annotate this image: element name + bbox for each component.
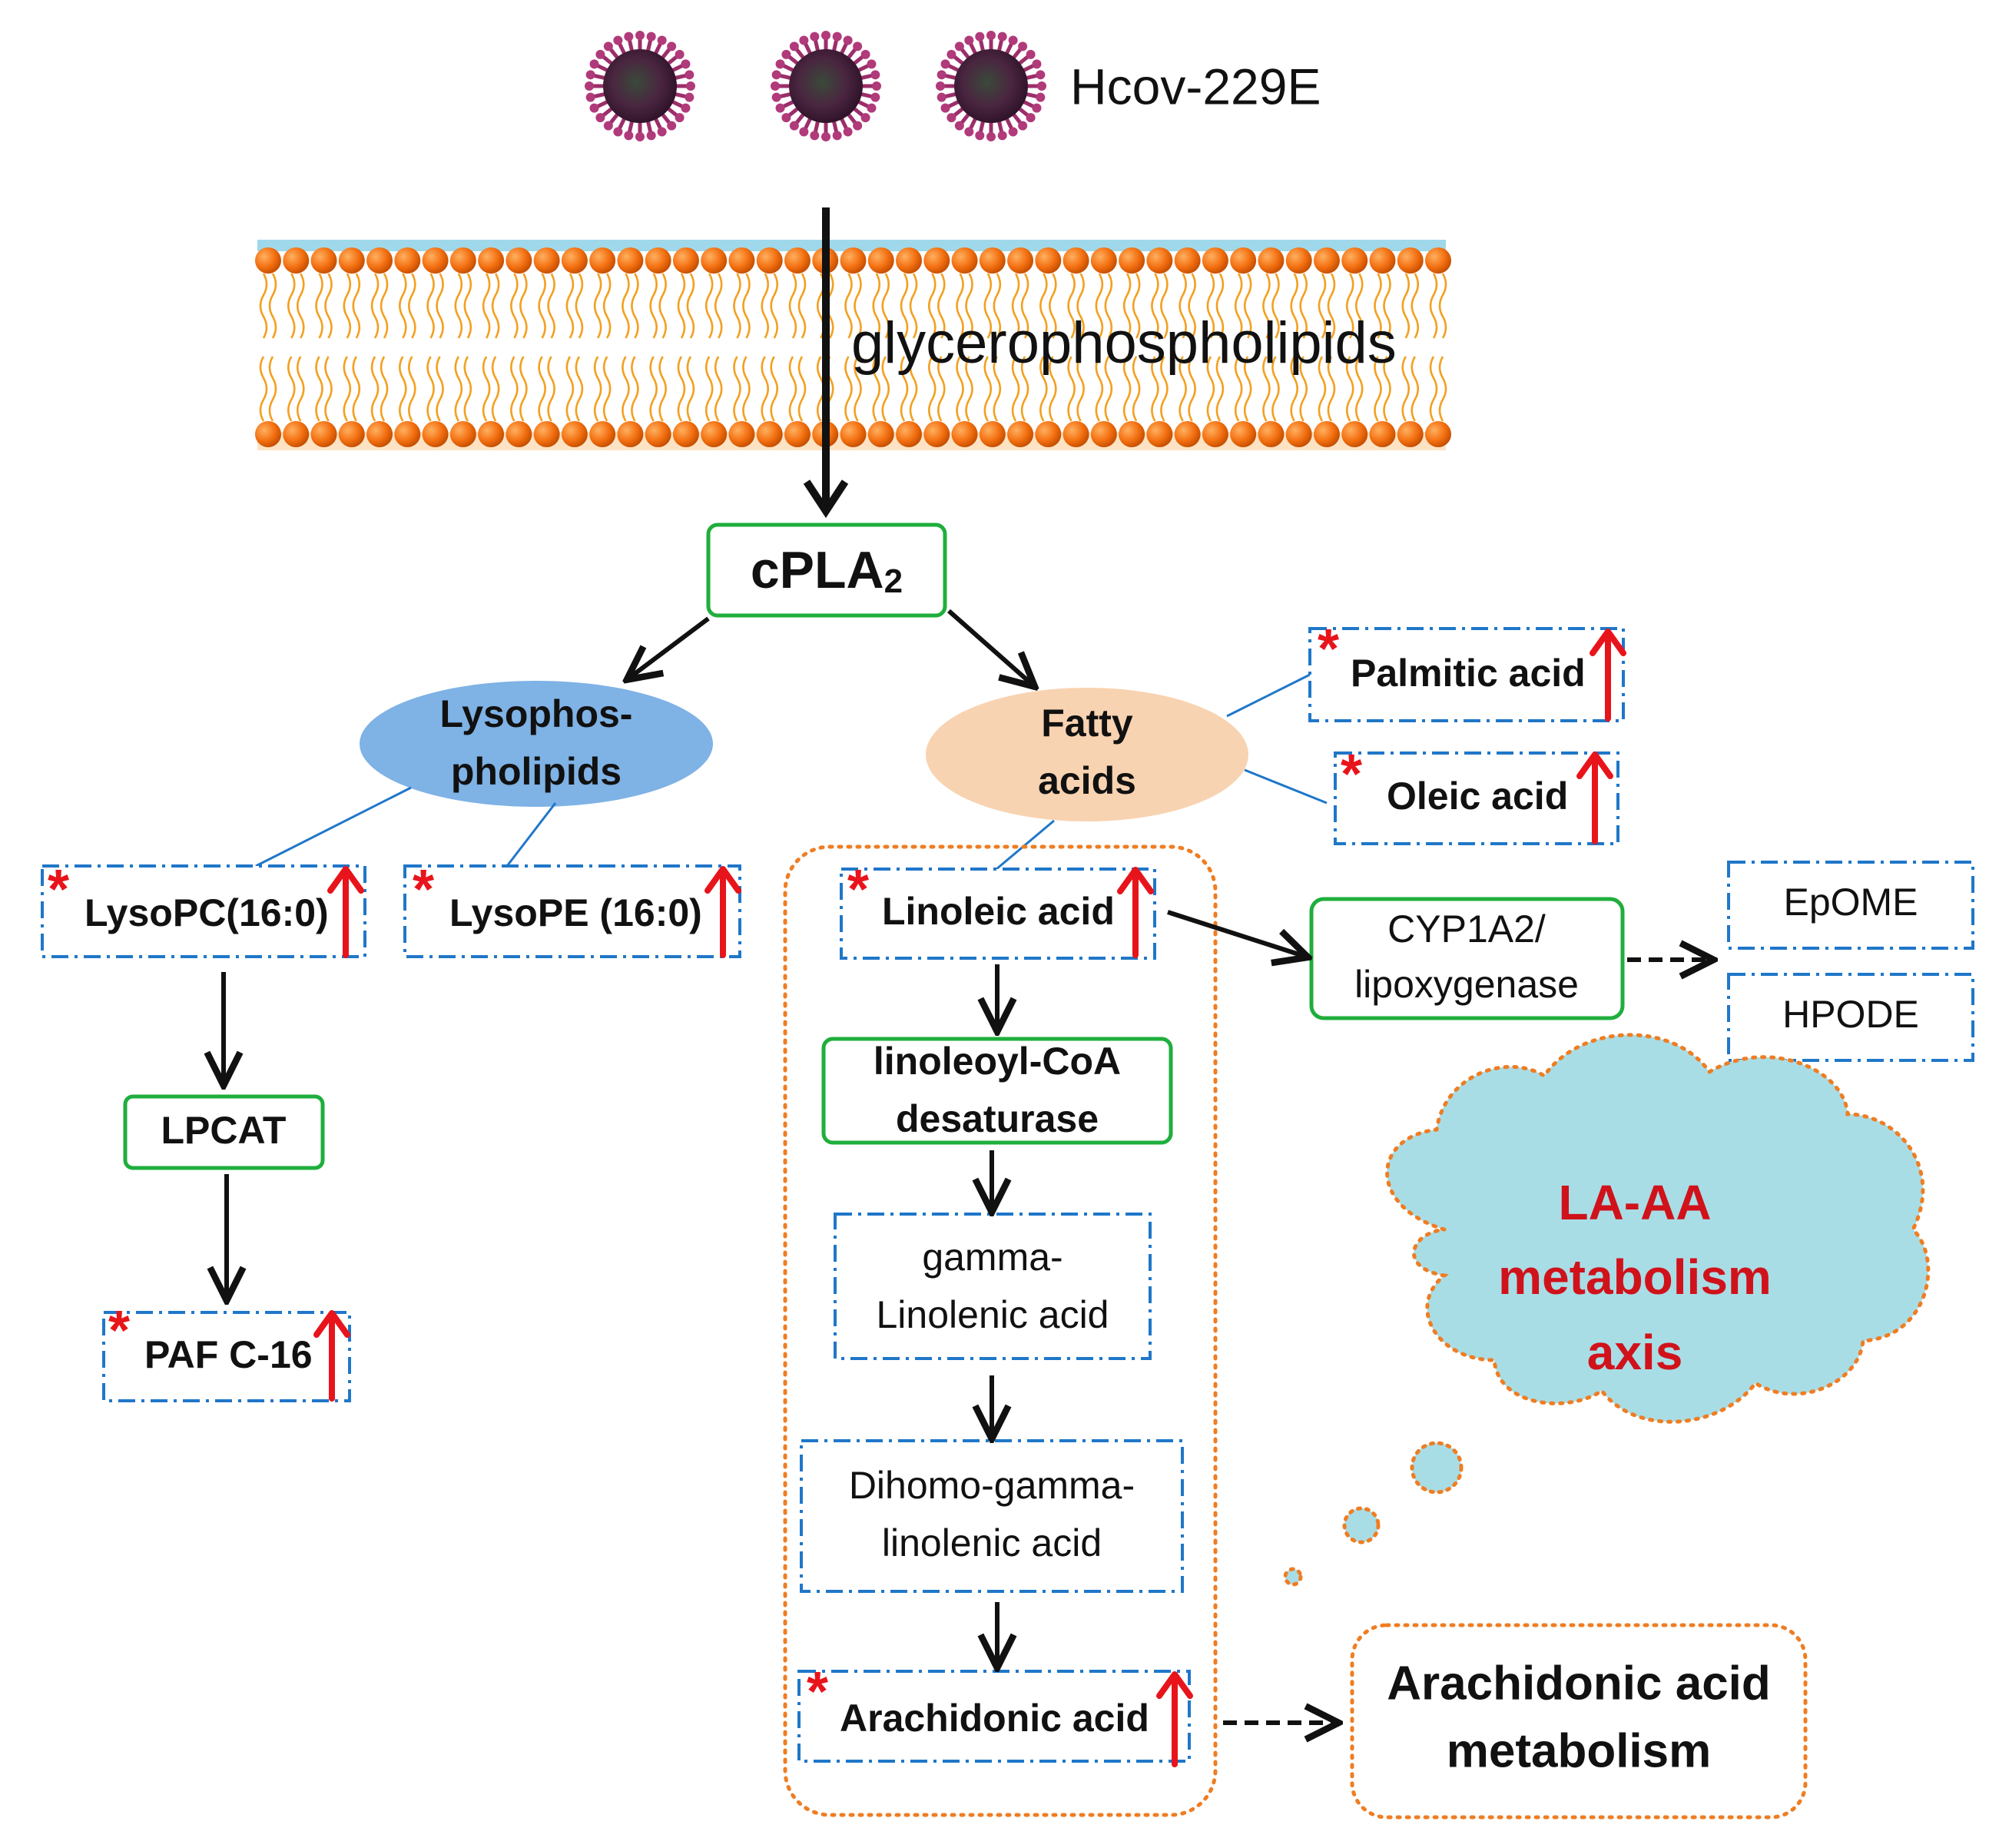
hpode-box [1727, 973, 1974, 1062]
significance-asterisk: * [807, 1661, 828, 1723]
significance-asterisk: * [48, 859, 69, 921]
aa-metabolism-line1: Arachidonic acid [1387, 1657, 1771, 1710]
gamma-linolenic-line2: Linolenic acid [877, 1293, 1109, 1336]
arrow-to-lyso [628, 616, 710, 678]
cpla2-label: cPLA2 [751, 541, 903, 600]
la-aa-pathway-container [783, 844, 1218, 1817]
dihomo-line2: linolenic acid [882, 1521, 1102, 1564]
epome-box [1727, 861, 1974, 950]
up-arrow-icon [1590, 629, 1626, 722]
lipid-bilayer [255, 240, 1451, 450]
desaturase-box [821, 1037, 1173, 1145]
oleic-acid-box [1334, 751, 1619, 845]
hpode-label: HPODE [1782, 993, 1919, 1036]
paf-label: PAF C-16 [144, 1333, 313, 1376]
palmitic-acid-box [1308, 627, 1625, 722]
virus-icon [771, 31, 881, 141]
thought-bubbles [1283, 1441, 1464, 1587]
aa-metabolism-box [1350, 1623, 1808, 1820]
linoleic-acid-box [840, 868, 1156, 960]
palmitic-acid-label: Palmitic acid [1351, 652, 1586, 695]
membrane-label: glycerophospholipids [851, 310, 1397, 376]
paf-box [102, 1311, 351, 1402]
arrow-to-fatty [947, 609, 1033, 685]
desaturase-line1: linoleoyl-CoA [874, 1040, 1121, 1083]
significance-asterisk: * [413, 859, 434, 921]
arachidonic-acid-label: Arachidonic acid [840, 1697, 1149, 1740]
significance-asterisk: * [1318, 619, 1339, 680]
entry-arrowhead [803, 479, 849, 519]
cyp-line2: lipoxygenase [1354, 963, 1579, 1006]
dihomo-line1: Dihomo-gamma- [849, 1464, 1135, 1507]
cloud-line3: axis [1587, 1325, 1683, 1380]
significance-asterisk: * [108, 1300, 130, 1362]
up-arrow-icon [704, 866, 741, 958]
up-arrow-icon [327, 866, 364, 958]
virus-icon [585, 31, 695, 141]
desaturase-line2: desaturase [896, 1097, 1099, 1140]
significance-asterisk: * [847, 859, 869, 921]
significance-asterisk: * [1341, 744, 1362, 805]
dihomo-box [800, 1439, 1184, 1593]
up-arrow-icon [1576, 751, 1613, 844]
linoleic-acid-label: Linoleic acid [882, 890, 1115, 933]
lysope-label: LysoPE (16:0) [449, 891, 702, 934]
cloud-line1: LA-AA [1558, 1175, 1711, 1230]
arrow-linoleic-to-cyp [1167, 910, 1306, 957]
fatty-acids-ellipse [926, 688, 1248, 821]
lpcat-label: LPCAT [161, 1109, 287, 1152]
cpla2-box [706, 523, 947, 618]
virus-icon [936, 31, 1046, 141]
fatty-acids-line2: acids [1038, 759, 1136, 802]
fatty-acids-line1: Fatty [1041, 702, 1133, 745]
lysophospholipids-ellipse [360, 681, 713, 807]
cyp-line1: CYP1A2/ [1387, 907, 1546, 951]
lysopc-box [41, 864, 366, 958]
la-aa-axis-cloud [1385, 1033, 1931, 1424]
up-arrow-icon [313, 1310, 350, 1402]
gamma-linolenic-box [834, 1213, 1152, 1360]
lpcat-box [123, 1094, 325, 1170]
lysope-box [403, 864, 741, 958]
lysopc-label: LysoPC(16:0) [85, 891, 329, 934]
aa-metabolism-line2: metabolism [1447, 1724, 1712, 1777]
lysophospholipids-line2: pholipids [451, 750, 622, 793]
oleic-acid-label: Oleic acid [1387, 775, 1568, 818]
lysophospholipids-line1: Lysophos- [440, 692, 633, 735]
epome-label: EpOME [1783, 881, 1918, 924]
up-arrow-icon [1117, 867, 1154, 958]
virus-particles [585, 31, 1046, 141]
gamma-linolenic-line1: gamma- [922, 1236, 1062, 1279]
cloud-line2: metabolism [1498, 1249, 1772, 1305]
up-arrow-icon [1156, 1671, 1193, 1767]
virus-label: Hcov-229E [1070, 58, 1321, 114]
